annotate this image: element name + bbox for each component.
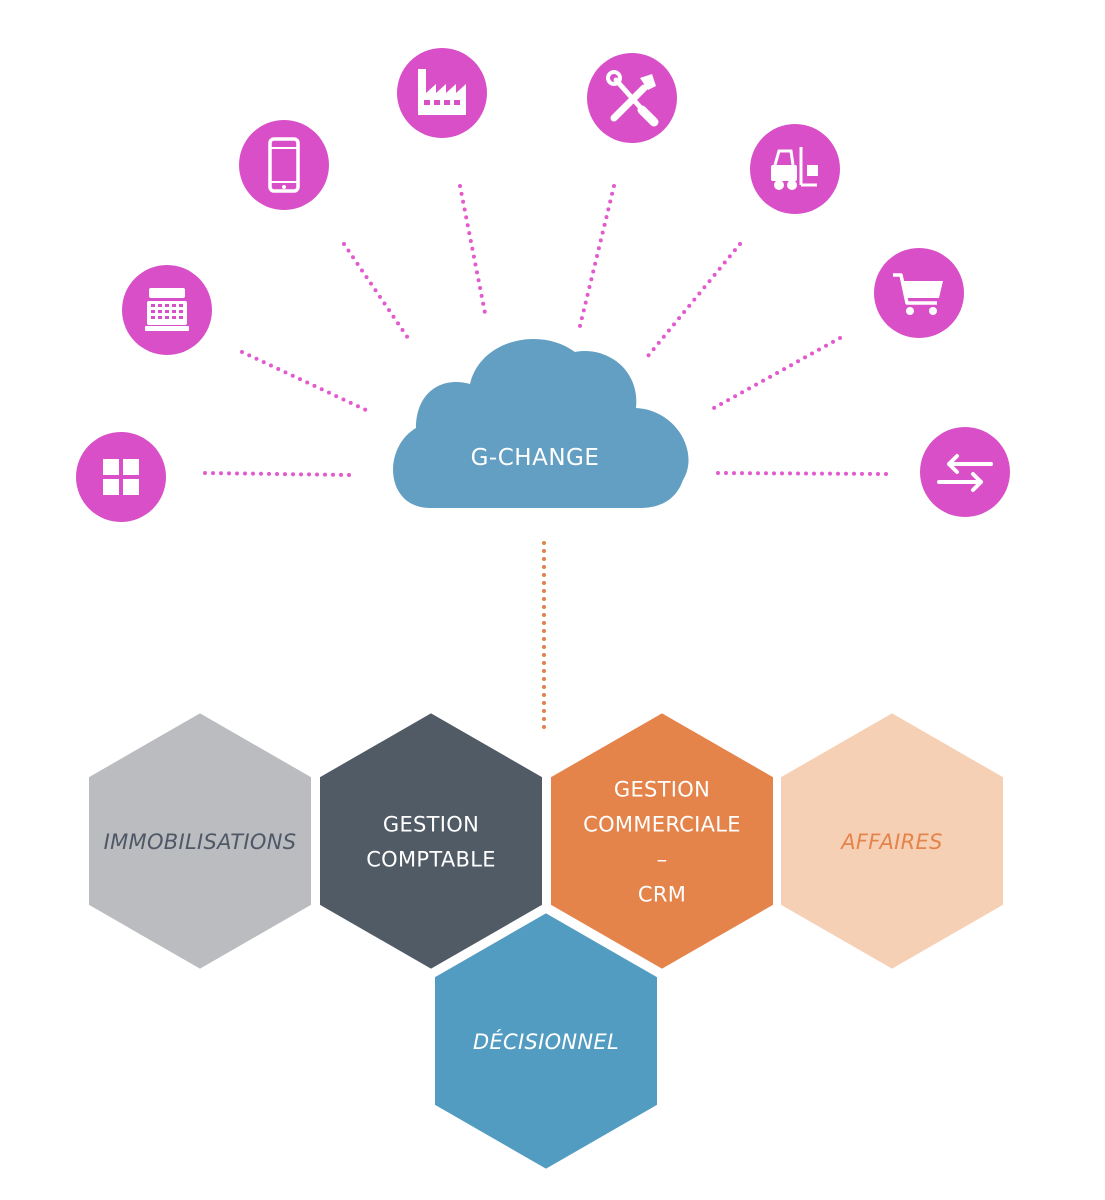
hex-gestion-commerciale-crm-label-line-1: GESTION: [614, 778, 710, 802]
connector-line-6: [646, 242, 742, 358]
hex-gestion-commerciale-crm-shape: [547, 708, 777, 974]
hex-gestion-commerciale-crm: GESTION COMMERCIALE – CRM: [547, 708, 777, 974]
module-hexagons: IMMOBILISATIONS GESTION COMPTABLE GESTION CO…: [85, 708, 1007, 1174]
connector-line-7: [712, 336, 842, 410]
hex-gestion-comptable-label-line-2: COMPTABLE: [366, 848, 496, 872]
connector-line-2: [240, 350, 368, 412]
hex-gestion-comptable: GESTION COMPTABLE: [316, 708, 546, 974]
cloud-shape: [393, 338, 689, 508]
smartphone-icon-circle: [239, 120, 329, 210]
windows-grid-icon: [76, 432, 166, 522]
hex-immobilisations-shape: [85, 708, 315, 974]
connectors: [203, 184, 888, 730]
cloud-label: G-CHANGE: [471, 445, 600, 471]
cash-register-icon: [122, 265, 212, 355]
exchange-arrows-icon-circle: [920, 427, 1010, 517]
g-change-cloud: G-CHANGE: [393, 338, 689, 508]
hex-gestion-commerciale-crm-label-line-4: CRM: [638, 883, 686, 907]
exchange-arrows-icon: [920, 427, 1010, 517]
hex-gestion-comptable-label-line-1: GESTION: [383, 813, 479, 837]
connector-line-1: [203, 471, 352, 477]
connector-line-4: [458, 184, 487, 315]
hex-decisionnel: DÉCISIONNEL: [431, 908, 661, 1174]
hex-decisionnel-label-line-1: DÉCISIONNEL: [473, 1029, 619, 1054]
hex-affaires-label-line-1: AFFAIRES: [839, 830, 942, 854]
connector-line-8: [716, 471, 888, 476]
platform-icons: [76, 48, 1010, 522]
windows-grid-icon-circle: [76, 432, 166, 522]
hex-gestion-comptable-shape: [316, 708, 546, 974]
hex-affaires-shape: [777, 708, 1007, 974]
hex-affaires: AFFAIRES: [777, 708, 1007, 974]
hex-decisionnel-shape: [431, 908, 661, 1174]
smartphone-icon: [239, 120, 329, 210]
hex-gestion-commerciale-crm-label-line-2: COMMERCIALE: [583, 813, 741, 837]
forklift-icon: [750, 124, 840, 214]
hex-immobilisations: IMMOBILISATIONS: [85, 708, 315, 974]
connector-line-5: [578, 184, 616, 328]
connector-line-3: [342, 242, 410, 340]
tools-icon: [587, 53, 677, 143]
shopping-cart-icon: [874, 248, 964, 338]
factory-icon: [397, 48, 487, 138]
hex-gestion-commerciale-crm-label-line-3: –: [657, 848, 668, 872]
hex-immobilisations-label-line-1: IMMOBILISATIONS: [104, 830, 297, 854]
